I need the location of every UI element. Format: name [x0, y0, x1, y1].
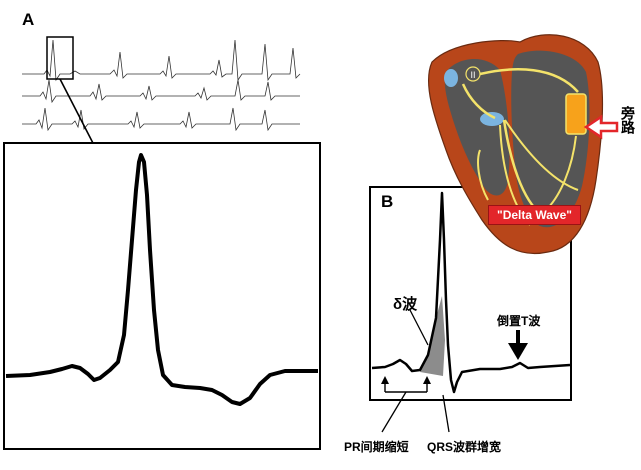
heart-left-chamber: [444, 58, 510, 196]
conduction-path-av: [461, 83, 496, 120]
inverted-t-annotation: 倒置T波: [497, 314, 541, 328]
accessory-flow: [547, 135, 577, 209]
panel-b-trace: [371, 191, 571, 394]
panel-b-label: B: [381, 192, 394, 211]
zoom-selection-box: [46, 36, 74, 80]
inverted-t-arrow: [508, 330, 528, 360]
panel-a-frame: [3, 142, 321, 450]
qrs-pointer: [442, 394, 450, 433]
node-marker-label: II: [470, 70, 475, 80]
conduction-path-top: [479, 68, 579, 93]
pr-interval-annotation: PR间期缩短: [344, 440, 409, 454]
conduction-return: [477, 149, 489, 201]
av-node: [480, 112, 504, 126]
delta-wave-badge: "Delta Wave": [488, 205, 581, 225]
ecg-strip-row-3: [22, 107, 300, 132]
pathway-arrow: [583, 114, 619, 140]
ecg-strip-row-2: [22, 79, 300, 104]
delta-wave-annotation: δ波: [393, 296, 418, 313]
pr-interval-bracket: [381, 376, 431, 433]
delta-pointer: [409, 309, 429, 346]
accessory-pathway-label: 旁路: [620, 106, 636, 134]
accessory-pathway: [565, 93, 587, 135]
sa-node: [444, 69, 458, 87]
panel-a-label: A: [22, 10, 35, 29]
conduction-bundle-3: [504, 119, 579, 191]
qrs-annotation: QRS波群增宽: [427, 440, 502, 454]
ecg-strip-row-1: [22, 39, 301, 82]
panel-a-trace: [5, 153, 318, 406]
ecg-strip: [22, 39, 301, 132]
